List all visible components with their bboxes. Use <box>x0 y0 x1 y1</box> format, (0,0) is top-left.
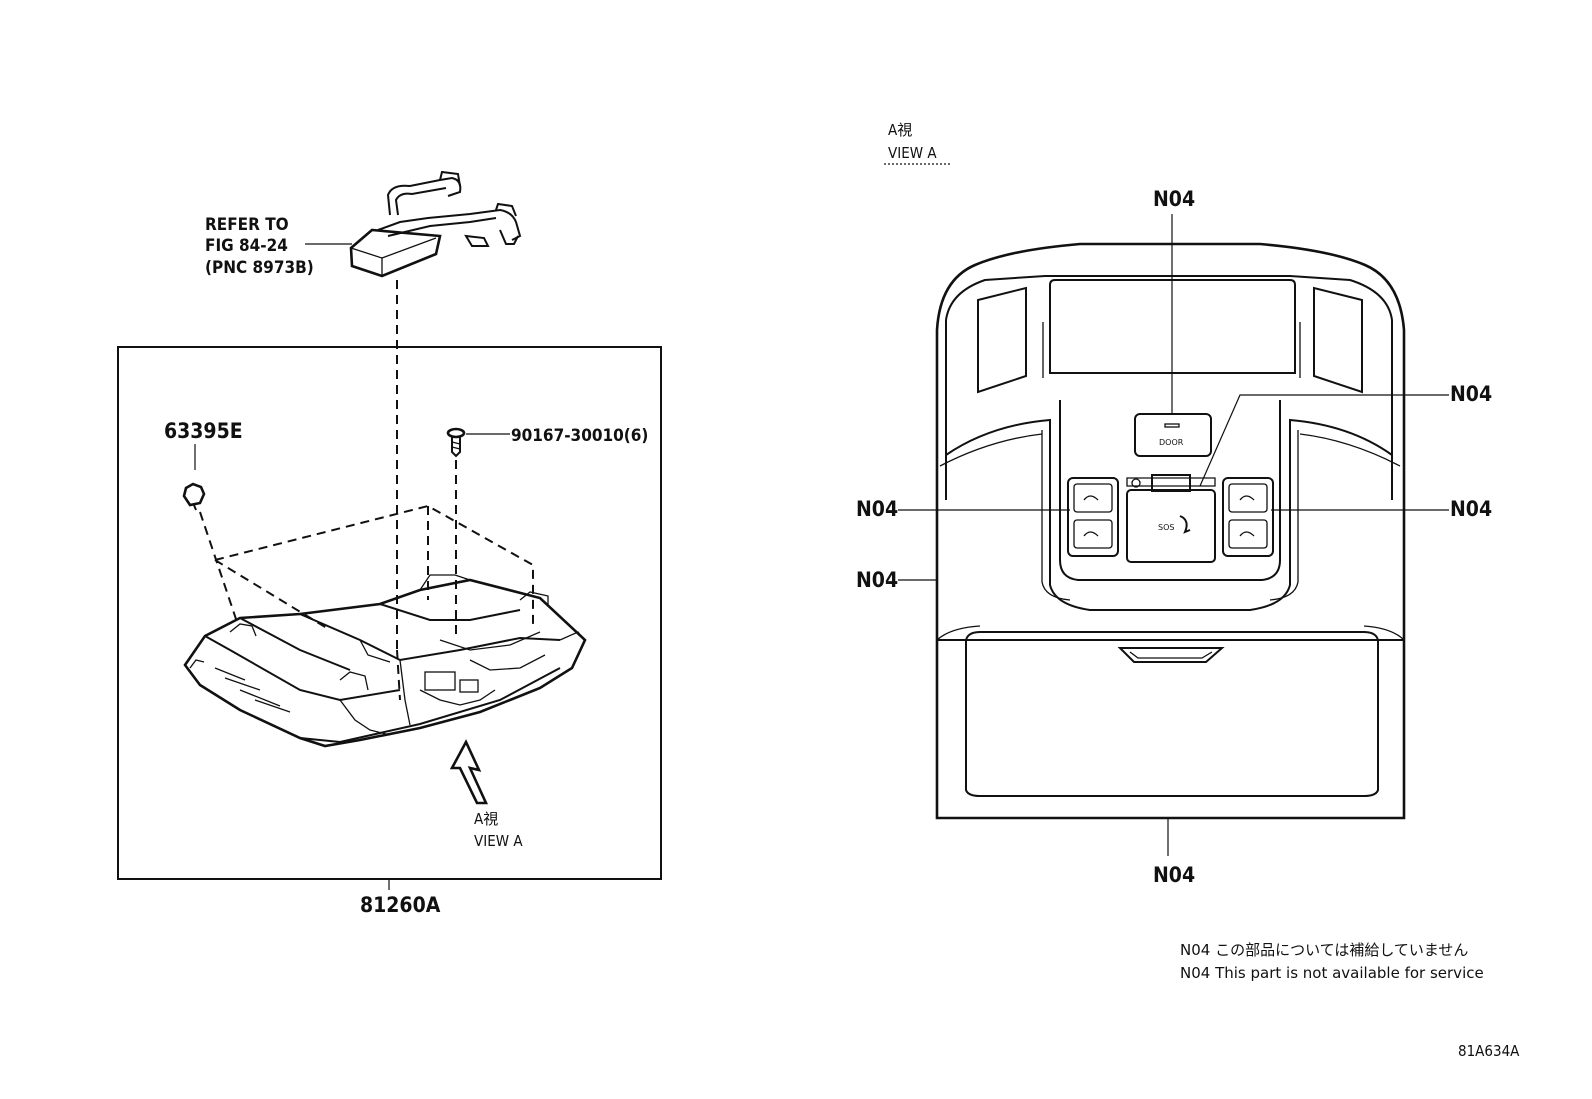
clip-part-number: 63395E <box>164 419 243 443</box>
overhead-console-front-icon: DOOR SOS <box>935 242 1406 820</box>
screw-part-number: 90167-30010(6) <box>511 426 648 446</box>
view-a-arrow-icon <box>449 739 489 805</box>
assembly-part-number: 81260A <box>360 893 441 917</box>
view-a-title-jp: A視 <box>888 121 912 139</box>
note-en: N04 This part is not available for servi… <box>1180 964 1484 982</box>
view-a-title-en: VIEW A <box>888 144 937 162</box>
left-lamp-button <box>1067 477 1119 557</box>
callout-n04-bottom: N04 <box>1153 863 1195 887</box>
reference-label-line3: (PNC 8973B) <box>205 258 314 278</box>
callout-n04-housing: N04 <box>856 568 898 592</box>
screw-icon <box>446 427 466 458</box>
right-view-a: A視 VIEW A DOOR <box>856 121 1492 887</box>
callout-n04-left-lamp: N04 <box>856 497 898 521</box>
sos-button <box>1126 489 1216 563</box>
reference-label-line2: FIG 84-24 <box>205 236 288 256</box>
reference-label-line1: REFER TO <box>205 215 289 235</box>
view-a-label-jp: A視 <box>474 810 498 828</box>
sos-button-label: SOS <box>1158 523 1174 532</box>
wire-harness-icon <box>349 170 522 278</box>
left-exploded-view: REFER TO FIG 84-24 (PNC 8973B) 90167-300… <box>117 170 662 917</box>
right-lamp-button <box>1222 477 1274 557</box>
overhead-console-assembly-icon <box>183 574 587 748</box>
diagram-id: 81A634A <box>1458 1042 1520 1060</box>
callout-n04-sos: N04 <box>1450 382 1492 406</box>
callout-n04-top: N04 <box>1153 187 1195 211</box>
callout-n04-right-lamp: N04 <box>1450 497 1492 521</box>
note-jp: N04 この部品については補給していません <box>1180 941 1468 959</box>
door-button <box>1134 413 1212 457</box>
view-a-label-en: VIEW A <box>474 832 523 850</box>
door-button-label: DOOR <box>1159 438 1184 447</box>
clip-icon <box>182 482 206 511</box>
